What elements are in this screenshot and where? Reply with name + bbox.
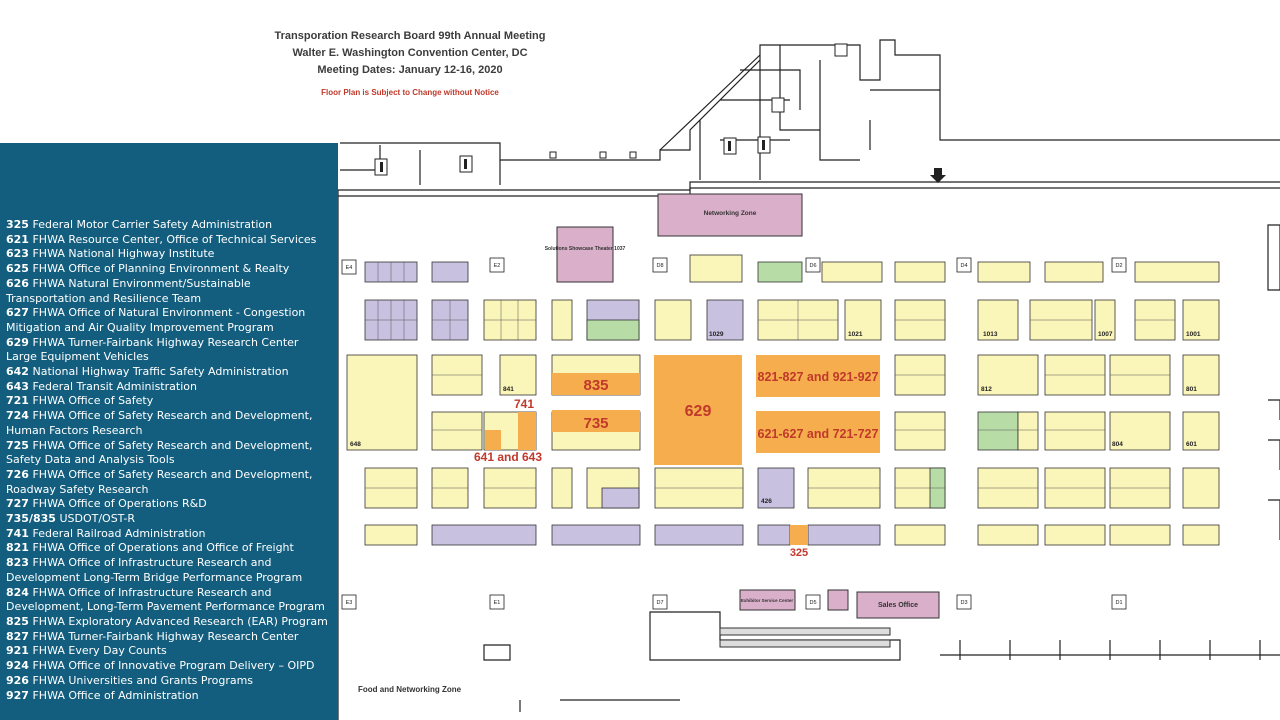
legend-item: 629 FHWA Turner-Fairbank Highway Researc… bbox=[6, 335, 299, 364]
door-D4 bbox=[956, 257, 972, 273]
exhibitor-legend-panel: 325 Federal Motor Carrier Safety Adminis… bbox=[0, 143, 338, 720]
venue-name: Walter E. Washington Convention Center, … bbox=[292, 47, 528, 59]
label-629: 629 bbox=[685, 403, 712, 420]
sales-office bbox=[856, 591, 940, 619]
door-E3 bbox=[341, 594, 357, 610]
booth-629[interactable] bbox=[654, 355, 742, 465]
svg-text:601: 601 bbox=[1186, 441, 1197, 448]
booth-641[interactable] bbox=[485, 430, 501, 450]
legend-item: 823 FHWA Office of Infrastructure Resear… bbox=[6, 556, 303, 584]
legend-item: 721 FHWA Office of Safety bbox=[6, 394, 154, 408]
svg-text:E1: E1 bbox=[494, 600, 501, 606]
svg-text:D3: D3 bbox=[960, 600, 967, 606]
legend-item: 827 FHWA Turner-Fairbank Highway Researc… bbox=[6, 629, 299, 643]
booth-621-727[interactable] bbox=[756, 411, 880, 453]
door-D1 bbox=[1111, 594, 1127, 610]
legend-item: 735/835 USDOT/OST-R bbox=[6, 512, 136, 526]
legend-item: 726 FHWA Office of Safety Research and D… bbox=[6, 467, 313, 496]
svg-text:D1: D1 bbox=[1115, 600, 1122, 606]
booth-735[interactable] bbox=[552, 410, 640, 432]
legend-item: 824 FHWA Office of Infrastructure Resear… bbox=[6, 585, 325, 614]
label-735: 735 bbox=[583, 415, 608, 432]
legend-item: 623 FHWA National Highway Institute bbox=[6, 247, 215, 261]
label-835: 835 bbox=[583, 377, 608, 394]
legend-item: 821 FHWA Office of Operations and Office… bbox=[6, 541, 294, 555]
booth-835[interactable] bbox=[552, 373, 640, 395]
door-D2 bbox=[1111, 257, 1127, 273]
legend-item: 921 FHWA Every Day Counts bbox=[6, 644, 167, 658]
svg-text:1007: 1007 bbox=[1098, 331, 1113, 338]
legend-item: 643 Federal Transit Administration bbox=[6, 379, 197, 393]
svg-text:D2: D2 bbox=[1115, 263, 1122, 269]
booth-325[interactable] bbox=[790, 525, 808, 545]
booth-643[interactable] bbox=[518, 412, 536, 450]
lead-retrieval-room bbox=[827, 589, 849, 611]
svg-text:E3: E3 bbox=[346, 600, 353, 606]
svg-text:804: 804 bbox=[1112, 441, 1123, 448]
legend-item: 627 FHWA Office of Natural Environment -… bbox=[6, 306, 306, 334]
networking-zone-label: Networking Zone bbox=[704, 210, 757, 217]
solutions-theater-label: Solutions Showcase Theater 1037 bbox=[545, 246, 626, 252]
booth-821-927[interactable] bbox=[756, 355, 880, 397]
label-621-727: 621-627 and 721-727 bbox=[758, 427, 879, 441]
event-title: Transporation Research Board 99th Annual… bbox=[274, 30, 546, 42]
svg-text:1021: 1021 bbox=[848, 331, 863, 338]
food-zone-label: Food and Networking Zone bbox=[358, 685, 462, 694]
meeting-dates: Meeting Dates: January 12-16, 2020 bbox=[317, 64, 503, 76]
door-E2 bbox=[489, 257, 505, 273]
legend-item: 927 FHWA Office of Administration bbox=[6, 688, 199, 702]
svg-text:D4: D4 bbox=[960, 263, 967, 269]
door-E4 bbox=[341, 259, 357, 275]
svg-text:D7: D7 bbox=[656, 600, 663, 606]
legend-item: 642 National Highway Traffic Safety Admi… bbox=[6, 365, 289, 379]
booth-grid bbox=[346, 254, 1220, 546]
label-741: 741 bbox=[514, 397, 534, 411]
svg-text:426: 426 bbox=[761, 498, 772, 505]
svg-text:841: 841 bbox=[503, 386, 514, 393]
door-D8 bbox=[652, 257, 668, 273]
door-D7 bbox=[652, 594, 668, 610]
svg-text:1001: 1001 bbox=[1186, 331, 1201, 338]
solutions-theater bbox=[556, 226, 614, 283]
legend-item: 924 FHWA Office of Innovative Program De… bbox=[6, 659, 315, 673]
legend-item: 625 FHWA Office of Planning Environment … bbox=[6, 262, 290, 276]
exhibitor-service-label: Exhibitor Service Center bbox=[741, 598, 794, 603]
change-notice: Floor Plan is Subject to Change without … bbox=[321, 88, 499, 97]
legend-item: 725 FHWA Office of Safety Research and D… bbox=[6, 438, 313, 467]
svg-text:801: 801 bbox=[1186, 386, 1197, 393]
svg-text:E2: E2 bbox=[494, 263, 501, 269]
door-E1 bbox=[489, 594, 505, 610]
svg-text:1013: 1013 bbox=[983, 331, 998, 338]
label-641-643: 641 and 643 bbox=[474, 450, 542, 464]
legend-item: 724 FHWA Office of Safety Research and D… bbox=[6, 409, 313, 437]
legend-item: 741 Federal Railroad Administration bbox=[6, 526, 206, 540]
door-D3 bbox=[956, 594, 972, 610]
svg-text:1029: 1029 bbox=[709, 331, 724, 338]
legend-item: 825 FHWA Exploratory Advanced Research (… bbox=[6, 614, 328, 628]
svg-text:D6: D6 bbox=[809, 263, 816, 269]
door-D5 bbox=[805, 594, 821, 610]
door-D6 bbox=[805, 257, 821, 273]
label-821-927: 821-827 and 921-927 bbox=[758, 370, 879, 384]
label-325: 325 bbox=[790, 547, 808, 559]
svg-text:D8: D8 bbox=[656, 263, 663, 269]
legend-item: 926 FHWA Universities and Grants Program… bbox=[6, 673, 254, 687]
legend-item: 325 Federal Motor Carrier Safety Adminis… bbox=[6, 218, 273, 231]
svg-text:648: 648 bbox=[350, 441, 361, 448]
exhibitor-service-center bbox=[739, 589, 796, 611]
sales-office-label: Sales Office bbox=[878, 602, 918, 609]
networking-zone bbox=[657, 193, 803, 237]
svg-text:812: 812 bbox=[981, 386, 992, 393]
floorplan-header: Transporation Research Board 99th Annual… bbox=[215, 28, 605, 97]
svg-text:D5: D5 bbox=[809, 600, 816, 606]
legend-item: 626 FHWA Natural Environment/Sustainable… bbox=[6, 276, 251, 305]
svg-text:E4: E4 bbox=[346, 265, 353, 271]
legend-item: 727 FHWA Office of Operations R&D bbox=[6, 497, 207, 511]
legend-item: 621 FHWA Resource Center, Office of Tech… bbox=[6, 232, 317, 246]
